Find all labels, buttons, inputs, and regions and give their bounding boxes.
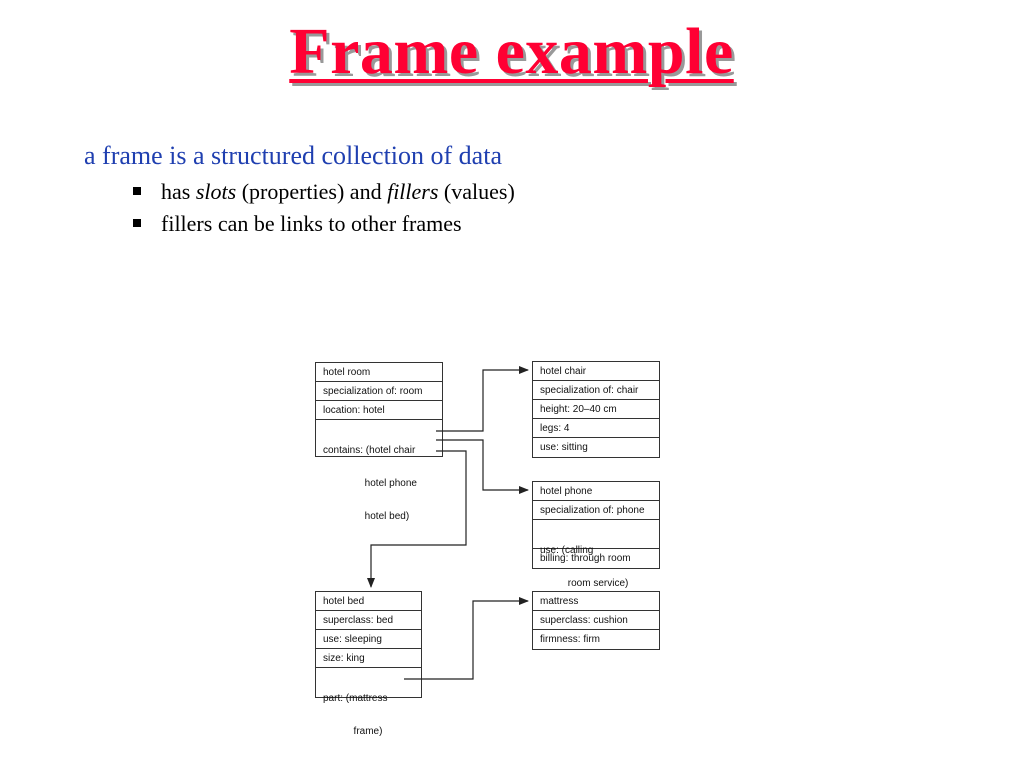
- arrow-to-hotel-chair: [436, 366, 529, 432]
- bullet-text: fillers can be links to other frames: [161, 211, 462, 236]
- frame-slot-location: location: hotel: [316, 401, 442, 420]
- frame-slot-use: use: sitting: [540, 442, 588, 453]
- bullet-square-icon: [133, 186, 141, 195]
- contains-line-2: hotel phone: [323, 478, 417, 489]
- bullet-text-pre: has: [161, 179, 196, 204]
- frame-slot-use: use: sleeping: [316, 630, 421, 649]
- frame-slot-name: hotel phone: [533, 482, 659, 501]
- frame-slot-firmness: firmness: firm: [540, 634, 600, 645]
- frame-slot-use: use: (calling room service): [533, 520, 659, 589]
- arrow-to-hotel-bed: [367, 450, 467, 588]
- bullet-square-icon: [133, 218, 141, 227]
- page-title: Frame example: [289, 15, 734, 88]
- arrow-to-mattress: [404, 597, 529, 680]
- frame-hotel-bed: hotel bed superclass: bed use: sleeping …: [315, 591, 422, 737]
- bullet-text-post: (values): [438, 179, 515, 204]
- frame-slot-part: part: (mattress frame): [316, 668, 421, 737]
- use-line-1: use: (calling: [540, 545, 594, 556]
- frame-slot-name: hotel chair: [533, 362, 659, 381]
- bullet-text-mid: (properties) and: [236, 179, 388, 204]
- frame-slot-specialization: specialization of: chair: [533, 381, 659, 400]
- frame-hotel-room: hotel room specialization of: room locat…: [315, 362, 443, 522]
- arrow-to-hotel-phone: [436, 439, 529, 494]
- frame-slot-legs: legs: 4: [533, 419, 659, 438]
- intro-text: a frame is a structured collection of da…: [84, 141, 502, 170]
- contains-line-1: contains: (hotel chair: [323, 445, 416, 456]
- frame-slot-specialization: specialization of: room: [316, 382, 442, 401]
- frame-hotel-chair: hotel chair specialization of: chair hei…: [532, 361, 660, 458]
- frame-slot-specialization: specialization of: phone: [533, 501, 659, 520]
- frame-slot-name: hotel bed: [316, 592, 421, 611]
- frame-slot-billing: billing: through room: [540, 553, 631, 564]
- use-line-2: room service): [540, 578, 629, 589]
- frame-mattress: mattress superclass: cushion firmness: f…: [532, 591, 660, 650]
- frame-slot-name: hotel room: [316, 363, 442, 382]
- contains-line-3: hotel bed): [323, 511, 410, 522]
- frame-slot-superclass: superclass: bed: [316, 611, 421, 630]
- frame-slot-superclass: superclass: cushion: [533, 611, 659, 630]
- frame-hotel-phone: hotel phone specialization of: phone use…: [532, 481, 660, 589]
- frame-slot-height: height: 20–40 cm: [533, 400, 659, 419]
- frame-slot-size: size: king: [316, 649, 421, 668]
- bullet-text-fillers: fillers: [387, 179, 439, 204]
- bullet-text-slots: slots: [195, 179, 237, 204]
- frame-slot-name: mattress: [533, 592, 659, 611]
- bullet-links: fillers can be links to other frames: [133, 211, 462, 237]
- bullet-slots-fillers: has slots (properties) and fillers (valu…: [133, 179, 515, 205]
- part-line-1: part: (mattress: [323, 693, 388, 704]
- frame-slot-contains: contains: (hotel chair hotel phone hotel…: [316, 420, 442, 522]
- part-line-2: frame): [323, 726, 383, 737]
